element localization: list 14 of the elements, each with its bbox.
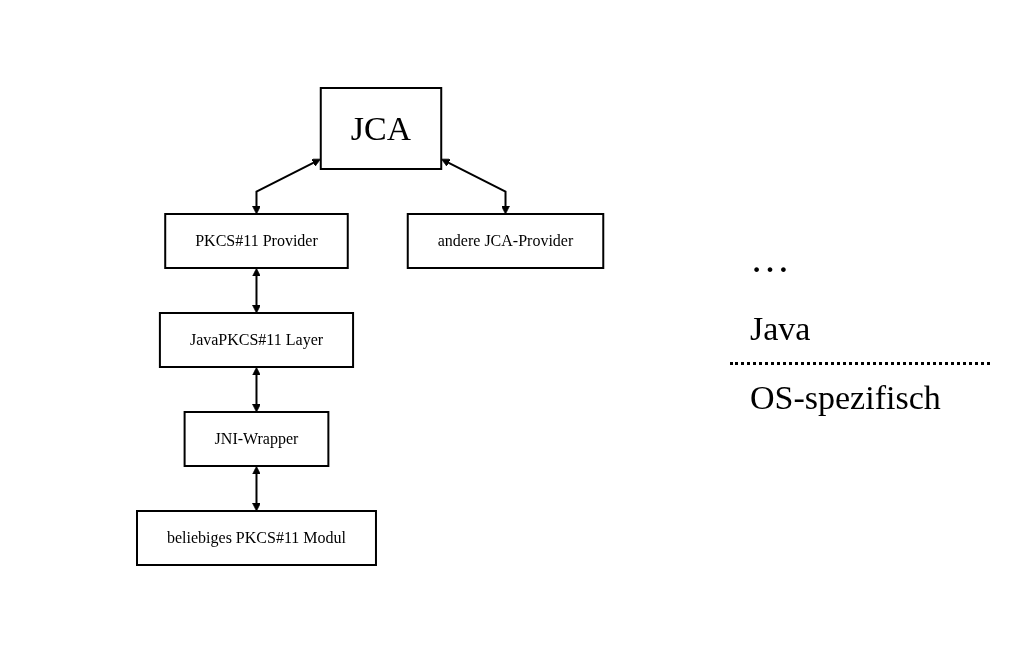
ellipsis-label: … [750, 235, 790, 282]
node-box: PKCS#11 Provider [164, 212, 349, 269]
layer-label: Java [750, 310, 811, 348]
node-box: JavaPKCS#11 Layer [158, 311, 354, 368]
node-box: JNI-Wrapper [183, 410, 330, 467]
arrow [251, 267, 261, 313]
layer-label: OS-spezifisch [750, 379, 941, 417]
node-box: andere JCA-Provider [406, 212, 605, 269]
arrow [441, 158, 510, 214]
node-box: JCA [319, 86, 443, 170]
arrow [251, 366, 261, 412]
arrow [251, 465, 261, 511]
arrow [251, 158, 321, 214]
node-box: beliebiges PKCS#11 Modul [135, 509, 377, 566]
